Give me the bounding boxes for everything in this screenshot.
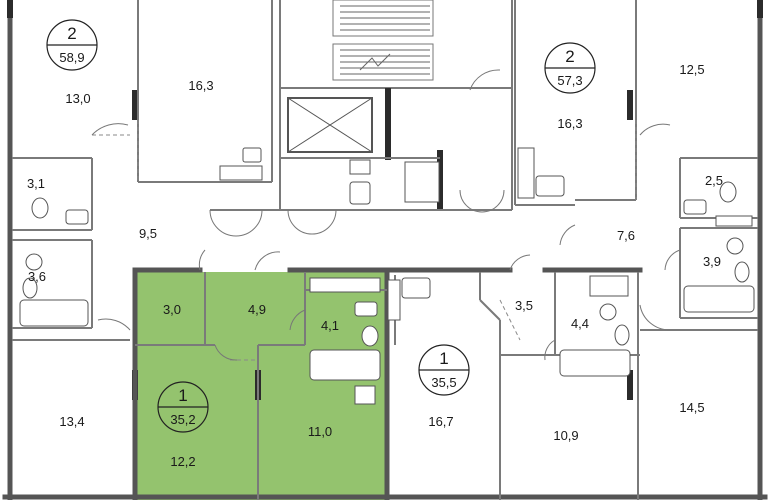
room-area-label: 12,2 <box>170 454 195 469</box>
room-area-label: 3,1 <box>27 176 45 191</box>
room-area-label: 13,4 <box>59 414 84 429</box>
room-area-label: 14,5 <box>679 400 704 415</box>
apartment-number: 1 <box>439 349 448 368</box>
room-area-label: 2,5 <box>705 173 723 188</box>
apartment-badge: 1 35,2 <box>157 381 209 433</box>
room-area-label: 11,0 <box>308 424 332 439</box>
apartment-badge: 1 35,5 <box>418 344 470 396</box>
room-area-label: 16,3 <box>557 116 582 131</box>
room-area-label: 3,0 <box>163 302 181 317</box>
apartment-area: 35,5 <box>431 375 456 390</box>
room-area-label: 4,4 <box>571 316 589 331</box>
apartment-badge: 2 58,9 <box>46 19 98 71</box>
apartment-badge: 2 57,3 <box>544 42 596 94</box>
apartment-area: 58,9 <box>59 50 84 65</box>
room-area-label: 9,5 <box>139 226 157 241</box>
room-area-label: 3,9 <box>703 254 721 269</box>
apartment-area: 35,2 <box>170 412 195 427</box>
apartment-number: 2 <box>67 24 76 43</box>
partitions <box>92 120 637 361</box>
room-area-label: 10,9 <box>553 428 578 443</box>
room-area-label: 3,5 <box>515 298 533 313</box>
apartment-number: 1 <box>178 386 187 405</box>
room-area-label: 16,7 <box>428 414 453 429</box>
elevator <box>287 97 373 153</box>
room-area-label: 3,6 <box>28 269 46 284</box>
room-area-label: 7,6 <box>617 228 635 243</box>
room-labels: 13,0 16,3 16,3 12,5 3,1 2,5 9,5 7,6 3,6 … <box>27 62 723 469</box>
apartment-number: 2 <box>565 47 574 66</box>
room-area-label: 16,3 <box>188 78 213 93</box>
room-area-label: 12,5 <box>679 62 704 77</box>
room-area-label: 13,0 <box>65 91 90 106</box>
fixtures <box>19 147 755 405</box>
apartment-area: 57,3 <box>557 73 582 88</box>
room-area-label: 4,9 <box>248 302 266 317</box>
doors <box>91 69 681 361</box>
room-area-label: 4,1 <box>321 318 339 333</box>
stairwell <box>332 0 434 81</box>
